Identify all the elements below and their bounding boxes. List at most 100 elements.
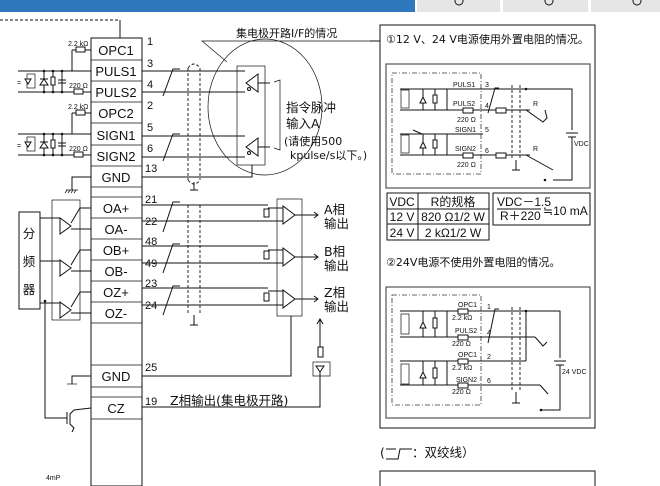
diagram-label: R的规格 (431, 194, 476, 209)
diagram-label: 6 (485, 148, 489, 155)
terminal-oa-plus: OA+ (103, 201, 129, 216)
diagram-label: R (533, 146, 538, 153)
tab-circle-icon (632, 0, 642, 6)
diagram-label: ( (380, 445, 385, 460)
cropped-label: 4mP (46, 475, 61, 482)
pin-number: 1 (147, 36, 153, 48)
terminal-sign1: SIGN1 (96, 128, 135, 143)
diagram-label: R＋220 (500, 209, 541, 223)
diagram-label: 820 Ω1/2 W (421, 210, 485, 224)
line-driver-box (51, 199, 81, 321)
output-label-b: B相 (324, 244, 345, 259)
output-label-b: 输出 (324, 258, 349, 273)
diagram-label: 220 Ω (457, 117, 476, 124)
diagram-label: 24 V (390, 226, 415, 240)
terminal-oz-plus: OZ+ (103, 285, 129, 300)
terminal-puls1: PULS1 (95, 64, 136, 79)
terminal-oz-minus: OZ- (105, 306, 127, 321)
diagram-label: ≒10 mA (543, 204, 588, 218)
diagram-label: 220 Ω (457, 162, 476, 169)
photocoupler-icon (312, 361, 331, 377)
output-label-z: 输出 (324, 299, 349, 314)
diagram-label: 2 (487, 354, 491, 361)
svg-text:=: = (17, 80, 21, 87)
shield-icon (187, 205, 201, 313)
command-input-label: 指令脉冲 (286, 100, 336, 115)
tab[interactable] (591, 0, 660, 12)
pin-number: 5 (147, 122, 153, 134)
output-label-a: A相 (324, 202, 345, 217)
resistor-label: 2.2 kΩ (68, 41, 88, 48)
diagram-label: R (533, 101, 538, 108)
diagram-label: SIGN2 (456, 377, 477, 384)
divider-label: 器 (23, 282, 36, 297)
diagram-label: SIGN1 (455, 127, 476, 134)
diagram-label: 220 Ω (452, 341, 471, 348)
terminal-cz: CZ (107, 401, 124, 416)
diagram-label: 12 V (390, 210, 415, 224)
terminal-ob-plus: OB+ (103, 243, 129, 258)
transistor-icon (69, 407, 92, 433)
case1-title: ①12 V、24 V电源使用外置电阻的情况。 (386, 32, 589, 46)
collector-ellipse (207, 38, 323, 176)
tab-circle-icon (544, 0, 554, 6)
header-tabs (417, 0, 660, 12)
diagram-label: 2 kΩ1/2 W (425, 226, 482, 240)
diagram-label: OPC1 (458, 302, 477, 309)
terminal-gnd-2: GND (102, 369, 131, 384)
pin-number: 2 (147, 100, 153, 112)
led-icon (24, 78, 32, 85)
case1-circuit: PULS1 PULS2 220 Ω SIGN1 SIGN2 220 Ω 3 4 … (385, 63, 591, 189)
line-drivers (40, 207, 91, 319)
pin-number: 21 (145, 194, 157, 206)
terminal-ob-minus: OB- (104, 264, 127, 279)
terminal-opc2: OPC2 (98, 106, 133, 121)
diagram-label: PULS2 (455, 328, 477, 335)
divider-label: 频 (23, 254, 36, 269)
command-input-note: (请使用500 (284, 135, 342, 148)
diagram-label: VDC (574, 141, 589, 148)
diagram-label: VDC－1.5 (497, 195, 551, 209)
pin-number: 6 (147, 143, 153, 155)
resistor-label: 220 Ω (69, 83, 88, 90)
diagram-label: ：双绞线） (412, 445, 475, 460)
pin-number: 23 (145, 278, 157, 290)
next-panel (379, 470, 596, 486)
diagram-label: 220 Ω (452, 389, 471, 396)
resistor-label: 220 Ω (69, 146, 88, 153)
callout-line (201, 40, 380, 63)
pin-number: 24 (145, 300, 157, 312)
twisted-pair-legend: ( ：双绞线） (380, 445, 475, 460)
terminal-oa-minus: OA- (104, 222, 127, 237)
terminal-opc1: OPC1 (98, 43, 133, 58)
terminal-sign2: SIGN2 (96, 149, 135, 164)
input-circuit-puls: = 2.2 kΩ 220 Ω (17, 41, 91, 95)
ground-icon (64, 189, 78, 194)
diagram-label: 4 (487, 330, 491, 337)
z-open-collector-label: Z相输出(集电极开路) (170, 393, 288, 408)
current-formula: VDC－1.5 R＋220 ≒10 mA (492, 192, 591, 226)
case2-title: ②24V电源不使用外置电阻的情况。 (386, 255, 560, 269)
diagram-label: OPC1 (458, 352, 477, 359)
diagram-label: 3 (485, 82, 489, 89)
resistor-label: 2.2 kΩ (68, 104, 88, 111)
diagram-label: 5 (485, 127, 489, 134)
diagram-label: 24 VDC (562, 369, 587, 376)
pin-number: 22 (145, 216, 157, 228)
pin-number: 25 (145, 362, 157, 374)
diagram-label: 4 (485, 103, 489, 110)
pin-number: 48 (145, 236, 157, 248)
shield-icon (187, 68, 201, 180)
terminal-gnd: GND (102, 170, 131, 185)
resistor-spec-table: VDC R的规格 12 V 820 Ω1/2 W 24 V 2 kΩ1/2 W (386, 192, 490, 241)
pin-number: 13 (145, 163, 157, 175)
tab[interactable] (417, 0, 500, 12)
header-bar (0, 0, 415, 12)
collector-title: 集电极开路I/F的情况 (236, 26, 337, 40)
diagram-label: 2.2 kΩ (452, 365, 472, 372)
tab[interactable] (503, 0, 588, 12)
pin-number: 4 (147, 79, 153, 91)
led-icon (24, 141, 32, 148)
case2-circuit: OPC1 2.2 kΩ PULS2 220 Ω OPC1 2.2 kΩ SIGN… (385, 286, 591, 419)
